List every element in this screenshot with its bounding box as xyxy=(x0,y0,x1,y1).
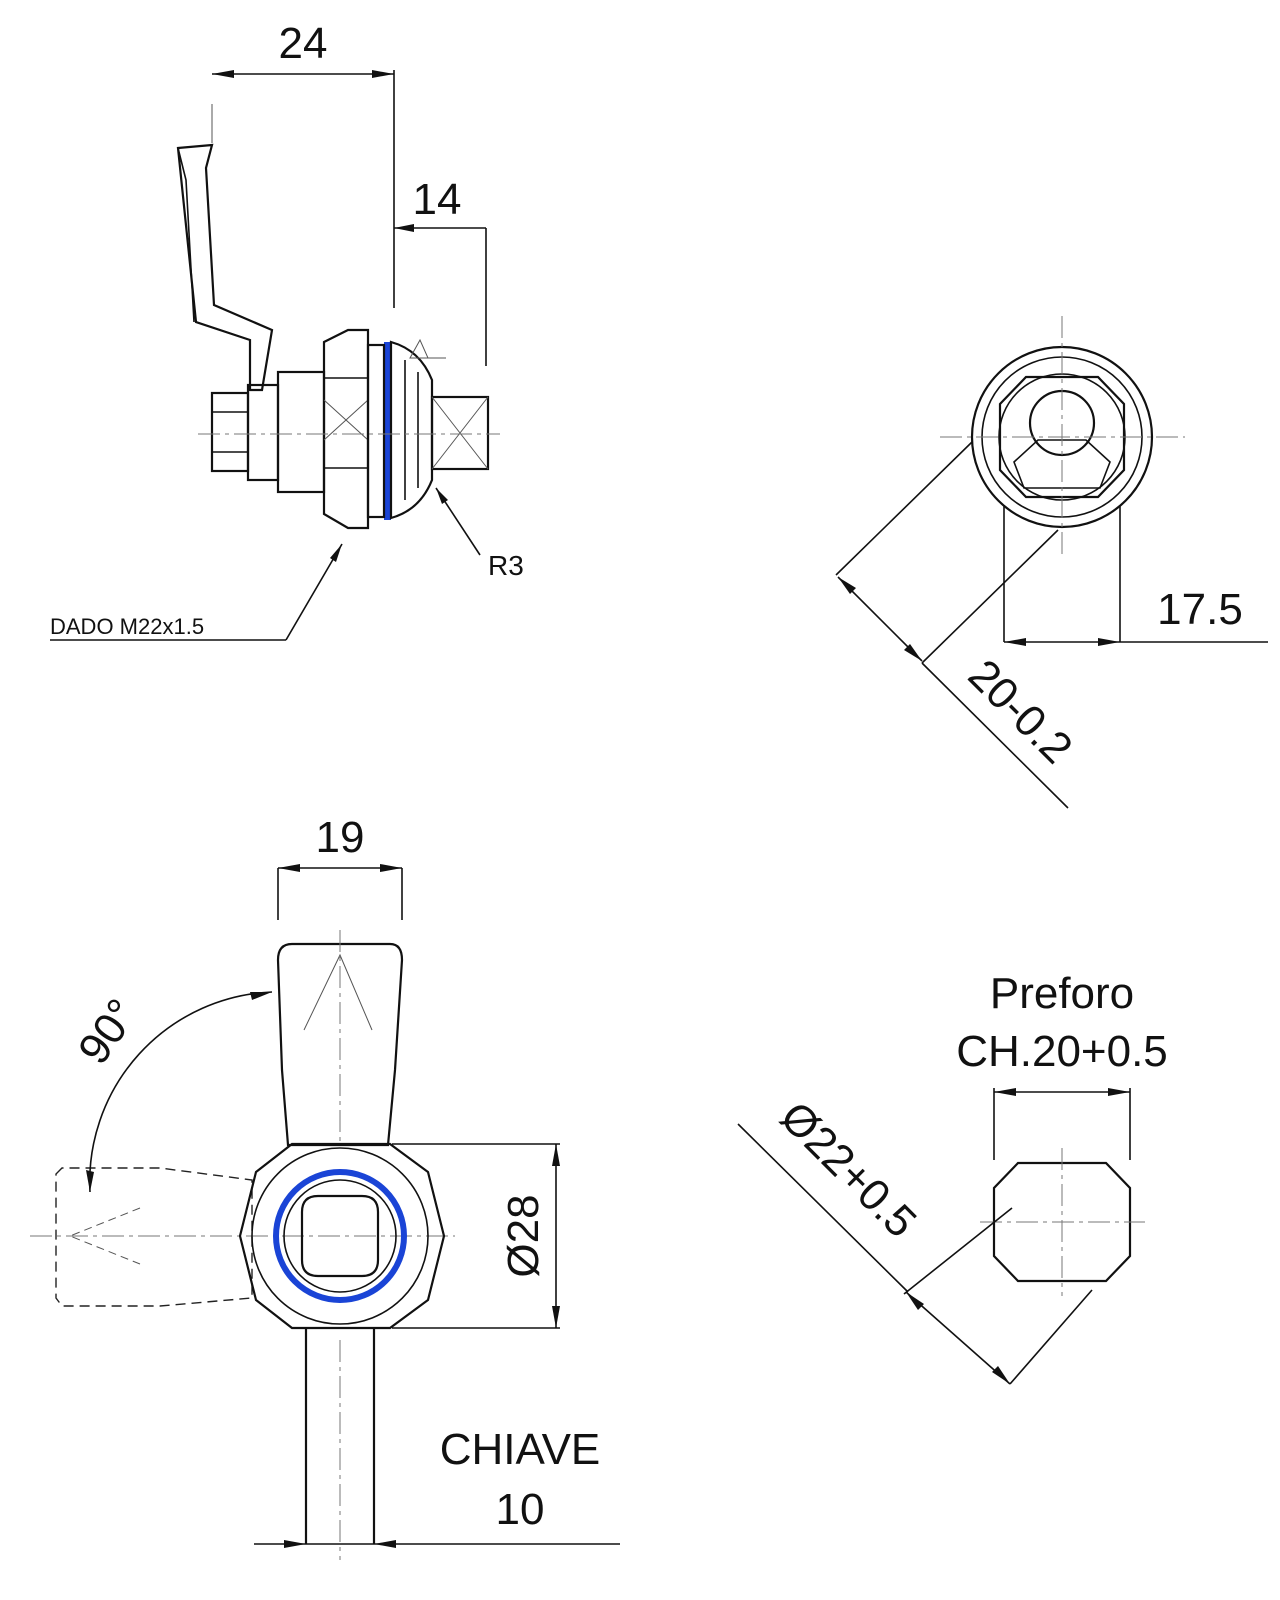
angle-90-label: 90° xyxy=(69,990,147,1073)
lever-arm xyxy=(176,143,274,392)
lever-rotated-ghost xyxy=(55,1167,253,1307)
washer xyxy=(246,383,280,482)
lever-vertical xyxy=(276,942,404,1147)
hatched-section xyxy=(1013,439,1111,489)
dim-19-label: 19 xyxy=(316,813,365,862)
dim-20-tolerance-label: 20-0.2 xyxy=(959,650,1082,773)
left-hex-nut xyxy=(210,391,250,473)
rotation-view: 19 90° Ø28 CHIAVE 10 xyxy=(30,813,620,1560)
key-title-label: CHIAVE xyxy=(440,1425,601,1474)
prehole-view: Preforo CH.20+0.5 Ø22+0.5 xyxy=(737,969,1168,1385)
lever-arrow-mark xyxy=(303,953,373,1031)
square-key-socket xyxy=(300,1194,380,1278)
prehole-ch-label: CH.20+0.5 xyxy=(956,1027,1168,1076)
surface-symbol xyxy=(409,338,429,359)
nut-spec-label: DADO M22x1.5 xyxy=(50,614,204,639)
radius-label: R3 xyxy=(488,550,524,581)
dome-head xyxy=(389,340,434,520)
prehole-title-label: Preforo xyxy=(990,969,1134,1018)
prehole-profile xyxy=(992,1161,1132,1283)
dim-14-label: 14 xyxy=(413,175,462,224)
lock-body xyxy=(276,370,326,494)
dim-22-diameter-label: Ø22+0.5 xyxy=(771,1092,926,1247)
seal-ring-front xyxy=(273,1169,407,1303)
side-view: 24 14 R3 DADO M22x1.5 xyxy=(50,19,524,641)
square-shaft xyxy=(430,395,490,471)
hex-profile xyxy=(998,375,1126,499)
front-view: 17.5 20-0.2 xyxy=(835,316,1268,809)
dim-24-label: 24 xyxy=(279,19,328,68)
rotation-arc xyxy=(88,991,273,1193)
main-nut xyxy=(322,328,370,530)
key-size-label: 10 xyxy=(496,1485,545,1534)
nut-face xyxy=(238,1142,446,1330)
lever-arm-edge xyxy=(177,147,195,323)
dim-17-5-label: 17.5 xyxy=(1157,585,1243,634)
seal-ring-side xyxy=(384,342,391,520)
dim-28-diameter-label: Ø28 xyxy=(499,1194,548,1277)
